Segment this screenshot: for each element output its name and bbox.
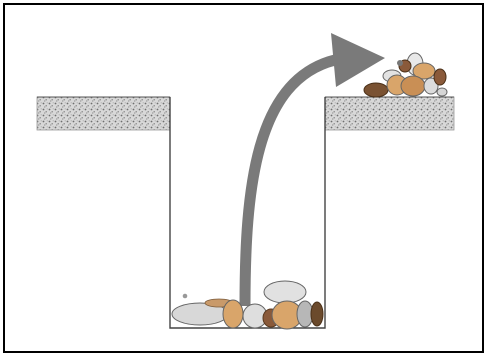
right-ground-surface (325, 97, 454, 130)
left-ground-surface (37, 97, 170, 130)
curved-up-right-arrow-icon (245, 33, 385, 306)
